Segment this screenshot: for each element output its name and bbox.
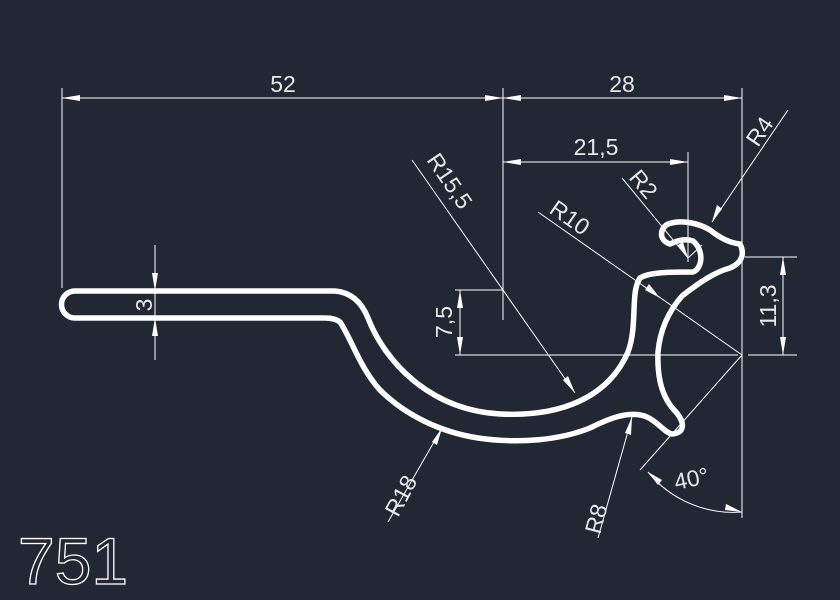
radius-r2: R2: [621, 165, 703, 259]
radius-r4: R4: [711, 109, 789, 223]
radius-label-r18: R18: [379, 471, 422, 520]
dim-label-21-5: 21,5: [574, 134, 619, 160]
radius-label-r2: R2: [624, 165, 663, 204]
dim-label-3: 3: [131, 299, 157, 312]
dim-label-28: 28: [609, 71, 635, 97]
dim-label-52: 52: [270, 71, 296, 97]
dimension-7-5: 7,5: [431, 290, 463, 355]
dimension-21-5: 21,5: [503, 134, 688, 165]
radius-label-r15-5: R15,5: [422, 148, 478, 213]
angle-label-40: 40°: [672, 462, 711, 495]
angle-40: 40°: [639, 354, 743, 513]
dim-label-7-5: 7,5: [431, 306, 457, 338]
radius-r8: R8: [580, 416, 633, 539]
radius-label-r8: R8: [580, 501, 613, 536]
gutter-profile: [58, 219, 746, 444]
part-number: 751: [18, 524, 128, 598]
extension-lines: [61, 88, 797, 518]
radius-label-r10: R10: [545, 195, 594, 241]
dimension-52: 52: [62, 71, 503, 101]
dimension-3: 3: [125, 245, 165, 360]
radius-label-r4: R4: [741, 112, 779, 151]
radius-r15-5: R15,5: [411, 148, 576, 394]
dim-label-11-3: 11,3: [755, 284, 781, 327]
dimension-11-3: 11,3: [755, 257, 786, 355]
radius-r18: R18: [379, 427, 443, 523]
dimension-28: 28: [503, 71, 742, 101]
